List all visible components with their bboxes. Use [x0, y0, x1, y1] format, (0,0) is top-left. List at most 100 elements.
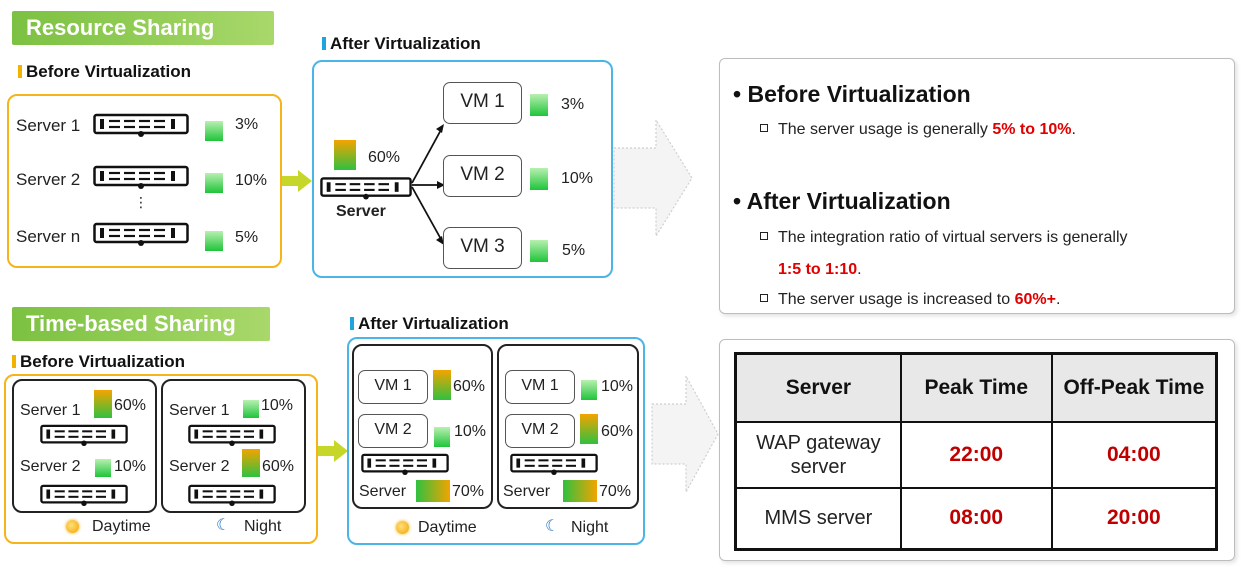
night-server-2-label: Server 2	[169, 458, 230, 475]
summary-after-line-1-value: 1:5 to 1:10.	[778, 261, 862, 278]
day-server-2-label: Server 2	[20, 458, 81, 475]
host-usage-bar	[334, 140, 356, 170]
server-icon	[184, 424, 280, 446]
usage-bar	[530, 168, 548, 190]
host-usage: 60%	[368, 149, 401, 166]
table-cell-server: WAP gateway server	[734, 420, 902, 489]
vm-3-box: VM 3	[443, 227, 522, 269]
server-1-usage: 3%	[235, 116, 259, 133]
summary-after-line-1: The integration ratio of virtual servers…	[760, 229, 1128, 247]
table-row: MMS server 08:00 20:00	[734, 486, 1218, 551]
server-2-usage: 10%	[235, 172, 268, 189]
night-server-1-usage: 10%	[261, 397, 294, 414]
table-row: WAP gateway server 22:00 04:00	[734, 420, 1218, 489]
moon-icon: ☾	[216, 517, 231, 534]
time-based-sharing-header: Time-based Sharing	[12, 307, 270, 341]
server-1-label: Server 1	[16, 116, 81, 135]
ellipsis: ⋮	[134, 194, 148, 210]
night-box	[161, 379, 306, 513]
vm-1-usage: 60%	[453, 378, 486, 395]
night-server-label: Server	[503, 483, 551, 500]
table-cell-offpeak: 04:00	[1050, 420, 1218, 489]
server-icon	[36, 424, 132, 446]
server-icon	[93, 165, 189, 189]
usage-bar	[205, 173, 223, 193]
vm-2-box: VM 2	[505, 414, 575, 448]
vm-2-usage: 10%	[454, 423, 487, 440]
day-server-1-usage: 60%	[114, 397, 147, 414]
fan-out-arrows	[411, 124, 445, 245]
day-server-1-label: Server 1	[20, 402, 81, 419]
table-cell-peak: 08:00	[899, 486, 1053, 551]
server-2-label: Server 2	[16, 170, 81, 189]
sun-icon	[396, 521, 409, 534]
vm-1-usage: 10%	[601, 378, 634, 395]
host-server-label: Server	[336, 203, 386, 220]
server-icon	[320, 176, 412, 200]
usage-bar	[563, 480, 597, 502]
vm-2-usage: 60%	[601, 423, 634, 440]
usage-bar	[416, 480, 450, 502]
daytime-label: Daytime	[418, 519, 477, 536]
summary-before-title: • Before Virtualization	[733, 81, 971, 107]
night-label: Night	[571, 519, 609, 536]
server-icon	[93, 222, 189, 246]
server-icon	[184, 484, 280, 506]
sun-icon	[66, 520, 79, 533]
vm-1-box: VM 1	[443, 82, 522, 124]
table-cell-peak: 22:00	[899, 420, 1053, 489]
vm-1-usage: 3%	[561, 96, 585, 113]
summary-after-title: • After Virtualization	[733, 188, 951, 214]
before-virtualization-label: Before Virtualization	[18, 62, 191, 82]
right-arrow-icon	[318, 440, 348, 462]
big-right-arrow-icon	[651, 375, 719, 493]
vm-2-box: VM 2	[443, 155, 522, 197]
usage-bar	[530, 240, 548, 262]
col-header-offpeak: Off-Peak Time	[1050, 352, 1218, 423]
resource-sharing-header: Resource Sharing	[12, 11, 274, 45]
vm-1-box: VM 1	[358, 370, 428, 404]
peak-time-table: Server Peak Time Off-Peak Time WAP gatew…	[734, 352, 1218, 551]
vm-2-box: VM 2	[358, 414, 428, 448]
before-virtualization-label: Before Virtualization	[12, 352, 185, 372]
server-icon	[358, 453, 452, 475]
vm-1-box: VM 1	[505, 370, 575, 404]
big-right-arrow-icon	[613, 118, 693, 238]
col-header-server: Server	[734, 352, 902, 423]
table-header-row: Server Peak Time Off-Peak Time	[734, 352, 1218, 423]
col-header-peak: Peak Time	[899, 352, 1053, 423]
right-arrow-icon	[282, 170, 312, 192]
server-icon	[93, 113, 189, 137]
usage-bar	[205, 121, 223, 141]
daytime-label: Daytime	[92, 518, 151, 535]
server-icon	[507, 453, 601, 475]
usage-bar	[530, 94, 548, 116]
server-n-label: Server n	[16, 227, 81, 246]
usage-bar	[205, 231, 223, 251]
usage-bar	[433, 370, 451, 400]
summary-before-line: The server usage is generally 5% to 10%.	[760, 121, 1076, 139]
usage-bar	[434, 427, 450, 447]
usage-bar	[243, 400, 259, 418]
table-cell-server: MMS server	[734, 486, 902, 551]
night-server-usage: 70%	[599, 483, 632, 500]
usage-bar	[95, 459, 111, 477]
usage-bar	[94, 390, 112, 418]
summary-panel	[719, 58, 1235, 314]
day-server-label: Server	[359, 483, 407, 500]
after-virtualization-label: After Virtualization	[322, 34, 481, 54]
night-server-2-usage: 60%	[262, 458, 295, 475]
usage-bar	[242, 449, 260, 477]
vm-2-usage: 10%	[561, 170, 594, 187]
moon-icon: ☾	[545, 518, 560, 535]
night-server-1-label: Server 1	[169, 402, 230, 419]
server-n-usage: 5%	[235, 229, 259, 246]
summary-after-line-2: The server usage is increased to 60%+.	[760, 291, 1060, 309]
server-icon	[36, 484, 132, 506]
table-cell-offpeak: 20:00	[1050, 486, 1218, 551]
day-server-usage: 70%	[452, 483, 485, 500]
vm-3-usage: 5%	[562, 242, 586, 259]
usage-bar	[580, 414, 598, 444]
usage-bar	[581, 380, 597, 400]
after-virtualization-label: After Virtualization	[350, 314, 509, 334]
